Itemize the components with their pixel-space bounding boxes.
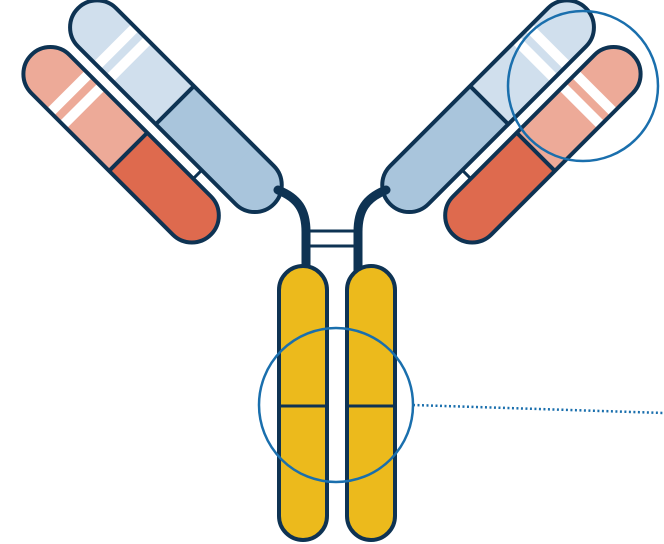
left-hinge-strand	[278, 190, 306, 272]
right-fab-arm	[371, 0, 652, 270]
fc-region-leader-line	[413, 405, 664, 413]
right-fc-chain	[347, 266, 395, 540]
left-fab-arm	[12, 0, 293, 270]
left-fc-chain	[279, 266, 327, 540]
right-interchain-disulfide-bond	[462, 170, 470, 178]
hinge-region	[278, 190, 386, 272]
fc-region	[279, 266, 395, 540]
left-interchain-disulfide-bond	[193, 170, 201, 178]
right-hinge-strand	[358, 190, 386, 272]
